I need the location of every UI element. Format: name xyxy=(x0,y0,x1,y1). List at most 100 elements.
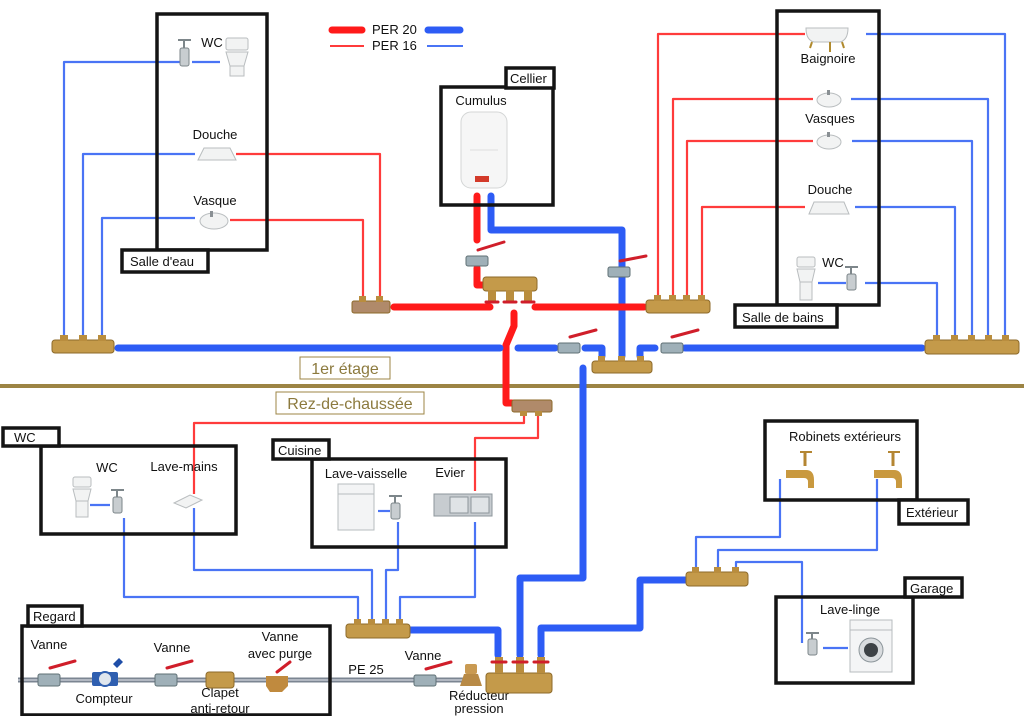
fixture-label-douche-sdb: Douche xyxy=(808,182,853,197)
fixture-label-wc-sdb: WC xyxy=(822,255,844,270)
washbasin-icon xyxy=(816,132,842,150)
room-tag-wc xyxy=(1,426,61,448)
label-vanne-1: Vanne xyxy=(31,637,68,652)
room-title-cuisine: Cuisine xyxy=(278,443,321,458)
pipe-hot-vasque-2 xyxy=(685,139,813,300)
manifold-main-supply xyxy=(485,657,553,694)
pipe-cold-to-rdc-collector xyxy=(406,626,502,659)
shower-tray-icon xyxy=(197,147,237,161)
fixture-label-lave-mains: Lave-mains xyxy=(150,459,218,474)
room-title-wc: WC xyxy=(14,430,36,445)
wc-tap-icon xyxy=(806,632,819,656)
room-garage xyxy=(774,595,915,685)
ball-valve-icon xyxy=(154,659,194,687)
ball-valve-icon xyxy=(413,660,453,687)
wc-tap-icon xyxy=(845,266,858,291)
pipe-cold-vasque-1 xyxy=(851,97,990,338)
manifold-cold-salle-eau xyxy=(51,335,115,354)
dishwasher-icon xyxy=(337,483,375,531)
manifold-hot-rdc xyxy=(511,399,553,416)
pipe-cold-trunk-to-collector xyxy=(581,344,606,360)
pipe-cold-lave-mains xyxy=(192,508,374,622)
room-salle-eau xyxy=(155,12,269,252)
fixture-label-vasque-salle-eau: Vasque xyxy=(193,193,236,208)
pipe-cold-wc-sdb xyxy=(865,281,939,338)
pipe-cold-robinet-1 xyxy=(694,479,782,572)
room-tag-salle-eau xyxy=(120,248,210,274)
floor-label-box-upper xyxy=(299,356,391,380)
room-title-cellier: Cellier xyxy=(510,71,548,86)
ball-valve-icon xyxy=(660,328,700,354)
floor-label-upper: 1er étage xyxy=(311,361,379,378)
bathtub-icon xyxy=(805,27,849,52)
fixture-label-wc-salle-eau: WC xyxy=(201,35,223,50)
wc-tap-icon xyxy=(111,489,124,514)
ball-valve-icon xyxy=(37,659,77,687)
pipe-cold-baignoire xyxy=(866,32,1007,338)
ball-valve-icon xyxy=(607,254,648,278)
floor-label-ground: Rez-de-chaussée xyxy=(287,396,413,413)
toilet-icon xyxy=(225,37,249,77)
room-title-salle-bains: Salle de bains xyxy=(742,310,824,325)
pipe-cold-evier xyxy=(398,522,477,622)
wc-tap-icon xyxy=(389,495,402,520)
label-vanne-purge-1: Vanne xyxy=(262,629,299,644)
pipe-cold-collector-right xyxy=(636,344,659,360)
ball-valve-icon xyxy=(557,328,598,354)
label-vanne-2: Vanne xyxy=(154,640,191,655)
legend-per20-label: PER 20 xyxy=(372,22,417,37)
room-wc xyxy=(39,444,238,536)
drain-valve-icon xyxy=(266,660,292,692)
label-compteur: Compteur xyxy=(75,691,133,706)
room-tag-salle-bains xyxy=(733,303,839,329)
room-title-regard: Regard xyxy=(33,609,76,624)
fixture-label-wc-rdc: WC xyxy=(96,460,118,475)
room-title-salle-eau: Salle d'eau xyxy=(130,254,194,269)
fixture-label-baignoire: Baignoire xyxy=(801,51,856,66)
toilet-icon xyxy=(796,256,816,301)
room-tag-regard xyxy=(26,604,84,628)
wc-tap-icon xyxy=(178,39,191,67)
pipe-hot-riser xyxy=(502,309,518,407)
label-vanne-supply: Vanne xyxy=(405,648,442,663)
label-clapet: Clapet xyxy=(201,685,239,700)
fixture-label-lave-vaisselle: Lave-vaisselle xyxy=(325,466,407,481)
pipe-cold-wc-rdc xyxy=(122,518,360,622)
pipe-cold-vasque-2 xyxy=(852,139,974,338)
hand-basin-icon xyxy=(172,494,204,509)
fixture-label-douche-salle-eau: Douche xyxy=(193,127,238,142)
pipe-hot-douche-salle-eau xyxy=(236,152,382,298)
pipe-hot-lave-mains xyxy=(192,412,526,494)
room-title-exterieur: Extérieur xyxy=(906,505,959,520)
manifold-hot-main xyxy=(482,276,538,304)
pipe-cold-douche-salle-eau xyxy=(81,152,195,340)
kitchen-sink-icon xyxy=(433,493,493,517)
room-exterieur xyxy=(763,419,919,502)
floor-label-box-ground xyxy=(275,391,425,415)
shower-tray-icon xyxy=(808,201,850,215)
outdoor-tap-icon xyxy=(874,451,902,488)
pipe-cold-wc-salle-eau xyxy=(62,60,180,340)
legend-per16-label: PER 16 xyxy=(372,38,417,53)
pipe-hot-baignoire xyxy=(656,32,805,300)
room-cellier xyxy=(439,85,555,207)
fixture-label-lave-linge: Lave-linge xyxy=(820,602,880,617)
room-tag-exterieur xyxy=(897,498,970,526)
room-title-garage: Garage xyxy=(910,581,953,596)
manifold-cold-rdc xyxy=(345,619,411,639)
pipe-hot-vasque-salle-eau xyxy=(230,218,365,298)
label-anti-retour: anti-retour xyxy=(190,701,250,716)
label-reducteur-2: pression xyxy=(454,701,503,716)
fixture-label-robinets-exterieurs: Robinets extérieurs xyxy=(789,429,901,444)
room-regard xyxy=(20,624,332,716)
outdoor-tap-icon xyxy=(786,451,814,488)
room-tag-cellier xyxy=(504,66,556,90)
washing-machine-icon xyxy=(849,619,893,673)
washbasin-icon xyxy=(199,211,229,230)
manifold-cold-central xyxy=(591,356,653,374)
pipe-hot-vasque-1 xyxy=(671,97,813,300)
room-tag-garage xyxy=(903,576,964,599)
check-valve-icon xyxy=(205,671,235,689)
pipe-cold-lave-vaisselle xyxy=(384,522,400,622)
